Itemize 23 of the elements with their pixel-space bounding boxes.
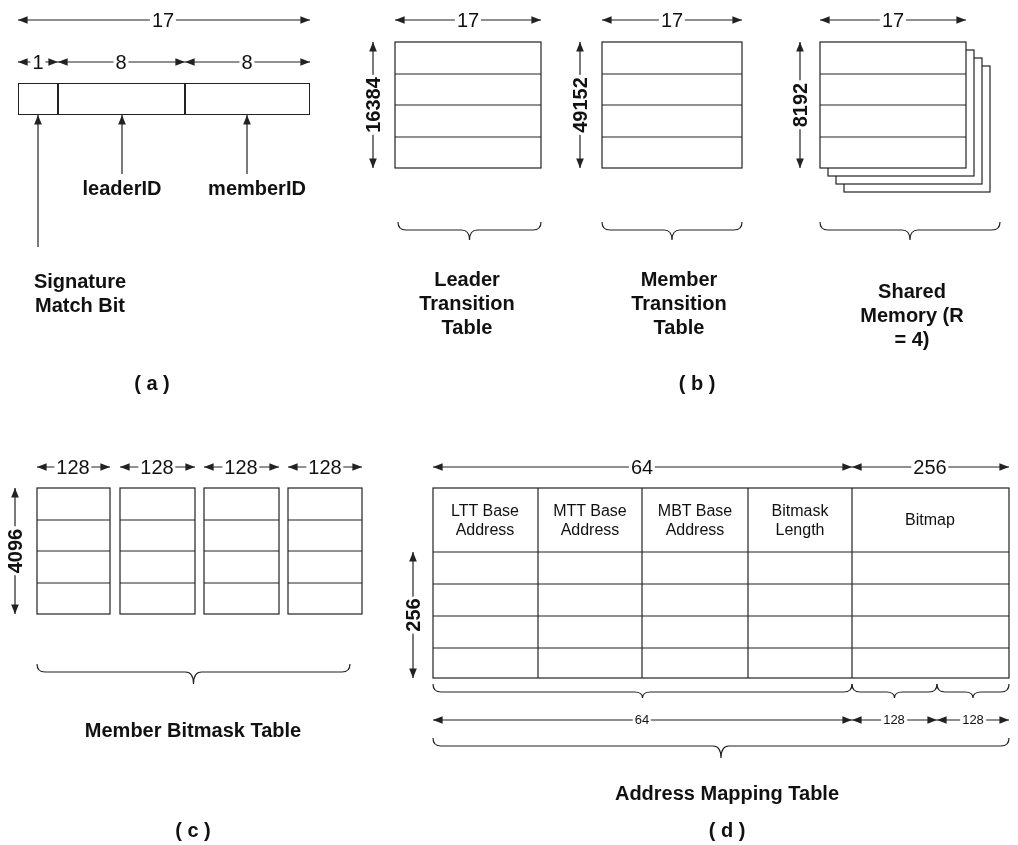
field-label: leaderID xyxy=(82,176,162,200)
column-header: Bitmask Length xyxy=(770,500,830,540)
register-field xyxy=(185,83,310,115)
field-label: memberID xyxy=(208,176,306,200)
field-label: Signature Match Bit xyxy=(15,269,145,317)
caption: Member Bitmask Table xyxy=(84,718,302,742)
arrow xyxy=(118,114,126,175)
caption: Shared Memory (R = 4) xyxy=(859,279,965,351)
caption: ( c ) xyxy=(175,818,211,842)
column-header: Bitmap xyxy=(904,510,956,530)
caption: ( a ) xyxy=(134,371,170,395)
caption: Leader Transition Table xyxy=(418,267,516,339)
column-header: LTT Base Address xyxy=(450,500,520,540)
register-field xyxy=(58,83,185,115)
arrow xyxy=(34,114,42,248)
caption: Address Mapping Table xyxy=(614,781,840,805)
column-header: MBT Base Address xyxy=(656,500,734,540)
caption: ( b ) xyxy=(678,371,716,395)
arrow xyxy=(243,114,251,175)
column-header: MTT Base Address xyxy=(552,500,628,540)
register-field xyxy=(18,83,58,115)
caption: Member Transition Table xyxy=(630,267,728,339)
caption: ( d ) xyxy=(708,818,746,842)
